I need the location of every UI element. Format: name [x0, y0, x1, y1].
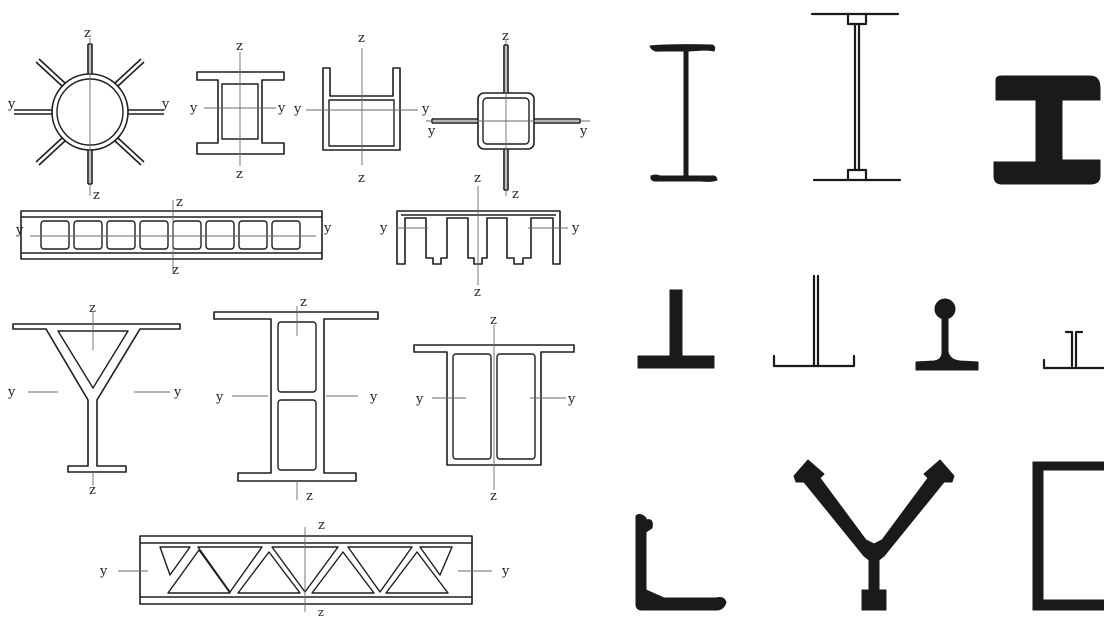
z-axis-label: z — [93, 188, 100, 203]
profile-thin-t-lipped — [772, 274, 856, 368]
y-axis-label: y — [421, 102, 430, 117]
z-axis-label: z — [474, 171, 481, 186]
y-axis-label: y — [189, 101, 198, 116]
y-axis-label: y — [15, 223, 24, 238]
z-axis-label: z — [318, 518, 325, 533]
profile-solid-y — [793, 459, 955, 611]
profile-rectangular-tube — [1032, 461, 1104, 611]
y-axis-label: y — [323, 221, 332, 236]
z-axis-label: z — [236, 167, 243, 182]
z-axis-label: z — [358, 31, 365, 46]
profile-solid-t — [637, 289, 715, 369]
z-axis-label: z — [306, 489, 313, 504]
z-axis-label: z — [490, 489, 497, 504]
profile-y-hollow: z z y y — [7, 301, 182, 498]
y-axis-label: y — [161, 97, 170, 112]
profile-thin-i-curled — [649, 44, 718, 182]
y-axis-label: y — [369, 390, 378, 405]
y-axis-label: y — [579, 124, 588, 139]
z-axis-label: z — [89, 483, 96, 498]
profile-l-angle — [635, 513, 727, 611]
profile-multi-cell-panel: z z y y — [15, 195, 332, 278]
y-axis-label: y — [415, 392, 424, 407]
y-axis-label: y — [427, 124, 436, 139]
profile-tall-i-stepped — [810, 12, 902, 182]
z-axis-label: z — [89, 301, 96, 316]
profile-u-box: z z y y — [293, 31, 430, 186]
z-axis-label: z — [358, 171, 365, 186]
y-axis-label: y — [7, 97, 16, 112]
solid-profiles-panel — [635, 12, 1104, 611]
z-axis-label: z — [474, 285, 481, 300]
y-axis-label: y — [277, 101, 286, 116]
z-axis-label: z — [490, 313, 497, 328]
y-axis-label: y — [567, 392, 576, 407]
z-axis-label: z — [512, 187, 519, 202]
y-axis-label: y — [379, 221, 388, 236]
y-axis-label: y — [501, 564, 510, 579]
profile-comb: z z y y — [379, 171, 580, 300]
profile-truss-panel: z z y y — [99, 518, 510, 617]
profile-square-tube-with-fins: z z y y — [426, 29, 590, 202]
profile-small-lipped-channel — [1042, 330, 1104, 370]
y-axis-label: y — [293, 102, 302, 117]
profile-bulb-t — [915, 298, 979, 371]
z-axis-label: z — [236, 39, 243, 54]
z-axis-label: z — [300, 295, 307, 310]
hollow-profiles-panel: z z y y z z y y z z y y — [7, 26, 590, 617]
z-axis-label: z — [176, 195, 183, 210]
profile-round-tube-with-fins: z z y y — [7, 26, 170, 203]
y-axis-label: y — [173, 385, 182, 400]
z-axis-label: z — [172, 263, 179, 278]
profile-double-cell-with-flange: z z y y — [413, 313, 576, 504]
z-axis-label: z — [318, 606, 324, 617]
z-axis-label: z — [502, 29, 509, 44]
y-axis-label: y — [571, 221, 580, 236]
z-axis-label: z — [84, 26, 91, 41]
profile-heavy-h — [993, 75, 1101, 185]
y-axis-label: y — [99, 564, 108, 579]
profile-rectangular-tube-with-lips: z z y y — [189, 39, 286, 182]
y-axis-label: y — [7, 385, 16, 400]
profile-i-two-cells: z z y y — [213, 295, 379, 504]
y-axis-label: y — [215, 390, 224, 405]
